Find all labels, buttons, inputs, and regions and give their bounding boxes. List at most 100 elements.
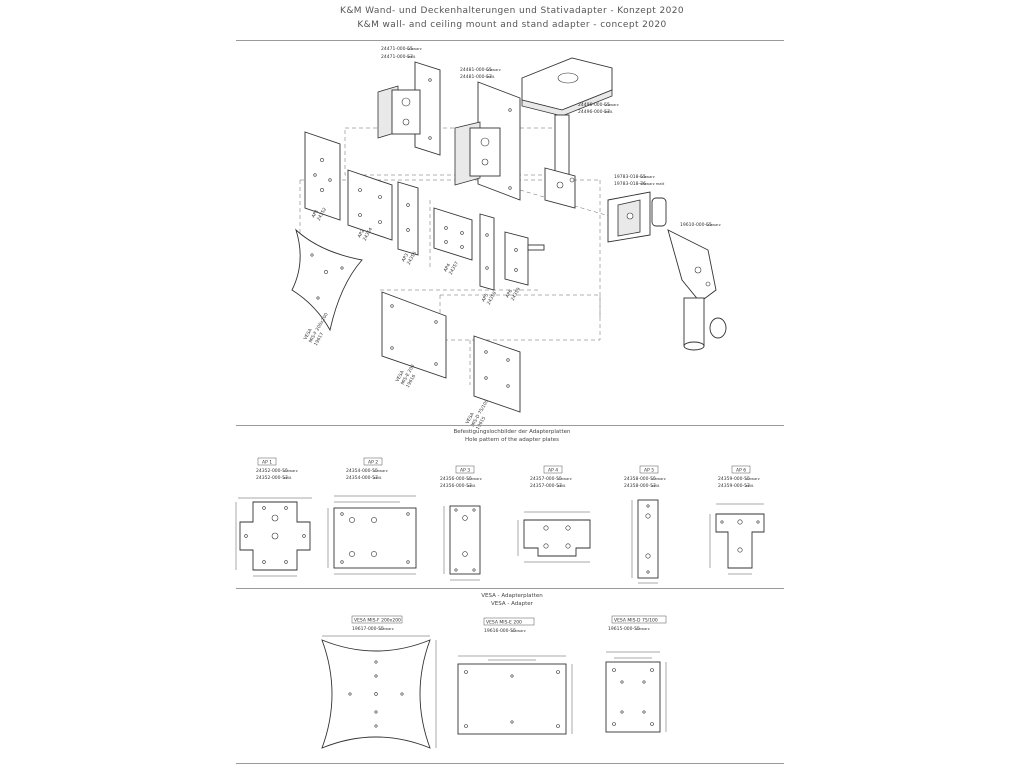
svg-text:AP 2: AP 2 bbox=[368, 460, 378, 466]
svg-text:VESA MIS-F 200x200: VESA MIS-F 200x200 bbox=[354, 618, 401, 624]
svg-text:AP5: AP5 bbox=[481, 292, 491, 303]
svg-text:schwarz: schwarz bbox=[511, 629, 526, 633]
svg-text:VESA MIS-D 75/100: VESA MIS-D 75/100 bbox=[614, 618, 658, 624]
svg-text:schwarz: schwarz bbox=[283, 469, 298, 473]
svg-text:24357-000-55: 24357-000-55 bbox=[530, 476, 562, 482]
svg-text:weiß: weiß bbox=[407, 55, 416, 59]
svg-text:19610-000-55: 19610-000-55 bbox=[680, 222, 712, 228]
svg-text:AP 1: AP 1 bbox=[262, 460, 272, 466]
svg-text:24496-000-57: 24496-000-57 bbox=[578, 109, 610, 115]
svg-text:VESA: VESA bbox=[395, 369, 407, 383]
svg-text:19616-000-55: 19616-000-55 bbox=[484, 628, 516, 634]
callout-19783: 19783-018-55 schwarz 19783-018-76 schwar… bbox=[614, 174, 665, 187]
svg-text:24359-000-57: 24359-000-57 bbox=[718, 483, 750, 489]
callout-24496: 24496-000-55 schwarz 24496-000-57 weiß bbox=[578, 102, 619, 115]
svg-text:24496-000-55: 24496-000-55 bbox=[578, 102, 610, 108]
svg-text:19617-000-55: 19617-000-55 bbox=[352, 626, 384, 632]
svg-text:weiß: weiß bbox=[557, 484, 566, 488]
svg-text:19615-000-55: 19615-000-55 bbox=[608, 626, 640, 632]
hole-pattern-ap3: AP 3 24356-000-55 schwarz 24356-000-57 w… bbox=[440, 465, 482, 581]
hole-pattern-ap2: AP 2 24354-000-55 schwarz 24354-000-57 w… bbox=[327, 457, 417, 575]
svg-text:schwarz: schwarz bbox=[486, 68, 501, 72]
plate-label-ap4: AP4 24357 bbox=[443, 260, 461, 276]
svg-text:VESA: VESA bbox=[303, 327, 315, 341]
svg-text:weiß: weiß bbox=[745, 484, 754, 488]
svg-text:schwarz: schwarz bbox=[635, 627, 650, 631]
svg-text:24471-000-55: 24471-000-55 bbox=[381, 46, 413, 52]
svg-text:AP 3: AP 3 bbox=[460, 468, 470, 474]
svg-text:schwarz: schwarz bbox=[467, 477, 482, 481]
svg-text:AP6: AP6 bbox=[505, 288, 515, 299]
svg-text:AP 4: AP 4 bbox=[548, 468, 558, 474]
hole-pattern-ap6: AP 6 24359-000-55 schwarz 24359-000-57 w… bbox=[709, 465, 765, 575]
svg-text:VESA MIS-E 200: VESA MIS-E 200 bbox=[486, 620, 522, 626]
divider-top bbox=[236, 40, 784, 41]
divider-lower bbox=[236, 588, 784, 589]
divider-bottom bbox=[236, 763, 784, 764]
callout-24471: 24471-000-55 schwarz 24471-000-57 weiß bbox=[381, 46, 422, 60]
svg-text:schwarz: schwarz bbox=[706, 223, 721, 227]
svg-text:19783-018-76: 19783-018-76 bbox=[614, 181, 646, 187]
svg-text:24356-000-55: 24356-000-55 bbox=[440, 476, 472, 482]
hole-pattern-heading-en: Hole pattern of the adapter plates bbox=[464, 437, 559, 443]
stand-adapter-19783 bbox=[607, 191, 667, 243]
svg-text:AP 6: AP 6 bbox=[736, 468, 746, 474]
hole-pattern-ap1: AP 1 24352-000-55 schwarz 24352-000-57 w… bbox=[235, 457, 312, 577]
svg-text:weiß: weiß bbox=[604, 110, 613, 114]
svg-text:24352-000-55: 24352-000-55 bbox=[256, 468, 288, 474]
svg-text:weiß: weiß bbox=[467, 484, 476, 488]
svg-text:24358-000-57: 24358-000-57 bbox=[624, 483, 656, 489]
vesa-drawing-mis-e: VESA MIS-E 200 19616-000-55 schwarz bbox=[457, 617, 573, 735]
svg-text:24352-000-57: 24352-000-57 bbox=[256, 475, 288, 481]
hole-pattern-drawings: AP 1 24352-000-55 schwarz 24352-000-57 w… bbox=[235, 457, 765, 584]
svg-text:24481-000-57: 24481-000-57 bbox=[460, 74, 492, 80]
svg-text:24357-000-57: 24357-000-57 bbox=[530, 483, 562, 489]
svg-text:24359-000-55: 24359-000-55 bbox=[718, 476, 750, 482]
adapter-plate-ap6 bbox=[504, 231, 545, 286]
exploded-assembly-drawing: 24471-000-55 schwarz 24471-000-57 weiß 2… bbox=[291, 46, 727, 430]
svg-text:24356-000-57: 24356-000-57 bbox=[440, 483, 472, 489]
vesa-drawings: VESA MIS-F 200x200 19617-000-55 schwarz … bbox=[321, 615, 667, 749]
callout-24481: 24481-000-55 schwarz 24481-000-57 weiß bbox=[460, 67, 501, 80]
svg-text:AP2: AP2 bbox=[357, 228, 367, 239]
hole-pattern-heading-de: Befestigungslochbilder der Adapterplatte… bbox=[453, 429, 571, 435]
wall-bracket-24471 bbox=[377, 61, 441, 156]
vesa-plate-mis-e bbox=[381, 291, 447, 379]
svg-text:VESA: VESA bbox=[465, 411, 477, 425]
divider-middle bbox=[236, 425, 784, 426]
svg-text:24471-000-57: 24471-000-57 bbox=[381, 54, 413, 60]
svg-text:schwarz: schwarz bbox=[407, 47, 422, 51]
svg-text:24354-000-57: 24354-000-57 bbox=[346, 475, 378, 481]
adapter-plate-ap3 bbox=[397, 181, 419, 256]
svg-text:schwarz: schwarz bbox=[745, 477, 760, 481]
svg-text:weiß: weiß bbox=[651, 484, 660, 488]
vesa-drawing-mis-d: VESA MIS-D 75/100 19615-000-55 schwarz bbox=[605, 615, 667, 733]
vesa-heading-de: VESA - Adapterplatten bbox=[481, 593, 543, 599]
svg-text:schwarz: schwarz bbox=[373, 469, 388, 473]
svg-text:schwarz: schwarz bbox=[604, 103, 619, 107]
wall-bracket-24481 bbox=[454, 81, 521, 201]
adapter-plate-ap1 bbox=[304, 131, 341, 221]
svg-text:24354-000-55: 24354-000-55 bbox=[346, 468, 378, 474]
svg-text:schwarz: schwarz bbox=[640, 175, 655, 179]
hole-pattern-ap5: AP 5 24358-000-55 schwarz 24358-000-57 w… bbox=[624, 465, 666, 584]
stand-tube-19610 bbox=[667, 229, 727, 351]
svg-text:weiß: weiß bbox=[283, 476, 292, 480]
adapter-plate-ap2 bbox=[347, 169, 393, 241]
plate-label-ap6: AP6 24359 bbox=[505, 286, 523, 302]
svg-text:weiß: weiß bbox=[373, 476, 382, 480]
svg-text:schwarz matt: schwarz matt bbox=[640, 182, 665, 186]
hole-pattern-ap4: AP 4 24357-000-55 schwarz 24357-000-57 w… bbox=[517, 465, 591, 563]
svg-text:AP 5: AP 5 bbox=[644, 468, 654, 474]
adapter-plate-ap4 bbox=[433, 207, 473, 261]
vesa-heading-en: VESA - Adapter bbox=[491, 601, 533, 607]
svg-text:schwarz: schwarz bbox=[651, 477, 666, 481]
svg-text:19783-018-55: 19783-018-55 bbox=[614, 174, 646, 180]
svg-text:24481-000-55: 24481-000-55 bbox=[460, 67, 492, 73]
adapter-plate-ap5 bbox=[479, 213, 495, 291]
svg-text:24358-000-55: 24358-000-55 bbox=[624, 476, 656, 482]
vesa-plate-mis-f bbox=[291, 228, 363, 332]
svg-text:schwarz: schwarz bbox=[379, 627, 394, 631]
svg-text:schwarz: schwarz bbox=[557, 477, 572, 481]
vesa-drawing-mis-f: VESA MIS-F 200x200 19617-000-55 schwarz bbox=[321, 615, 437, 749]
